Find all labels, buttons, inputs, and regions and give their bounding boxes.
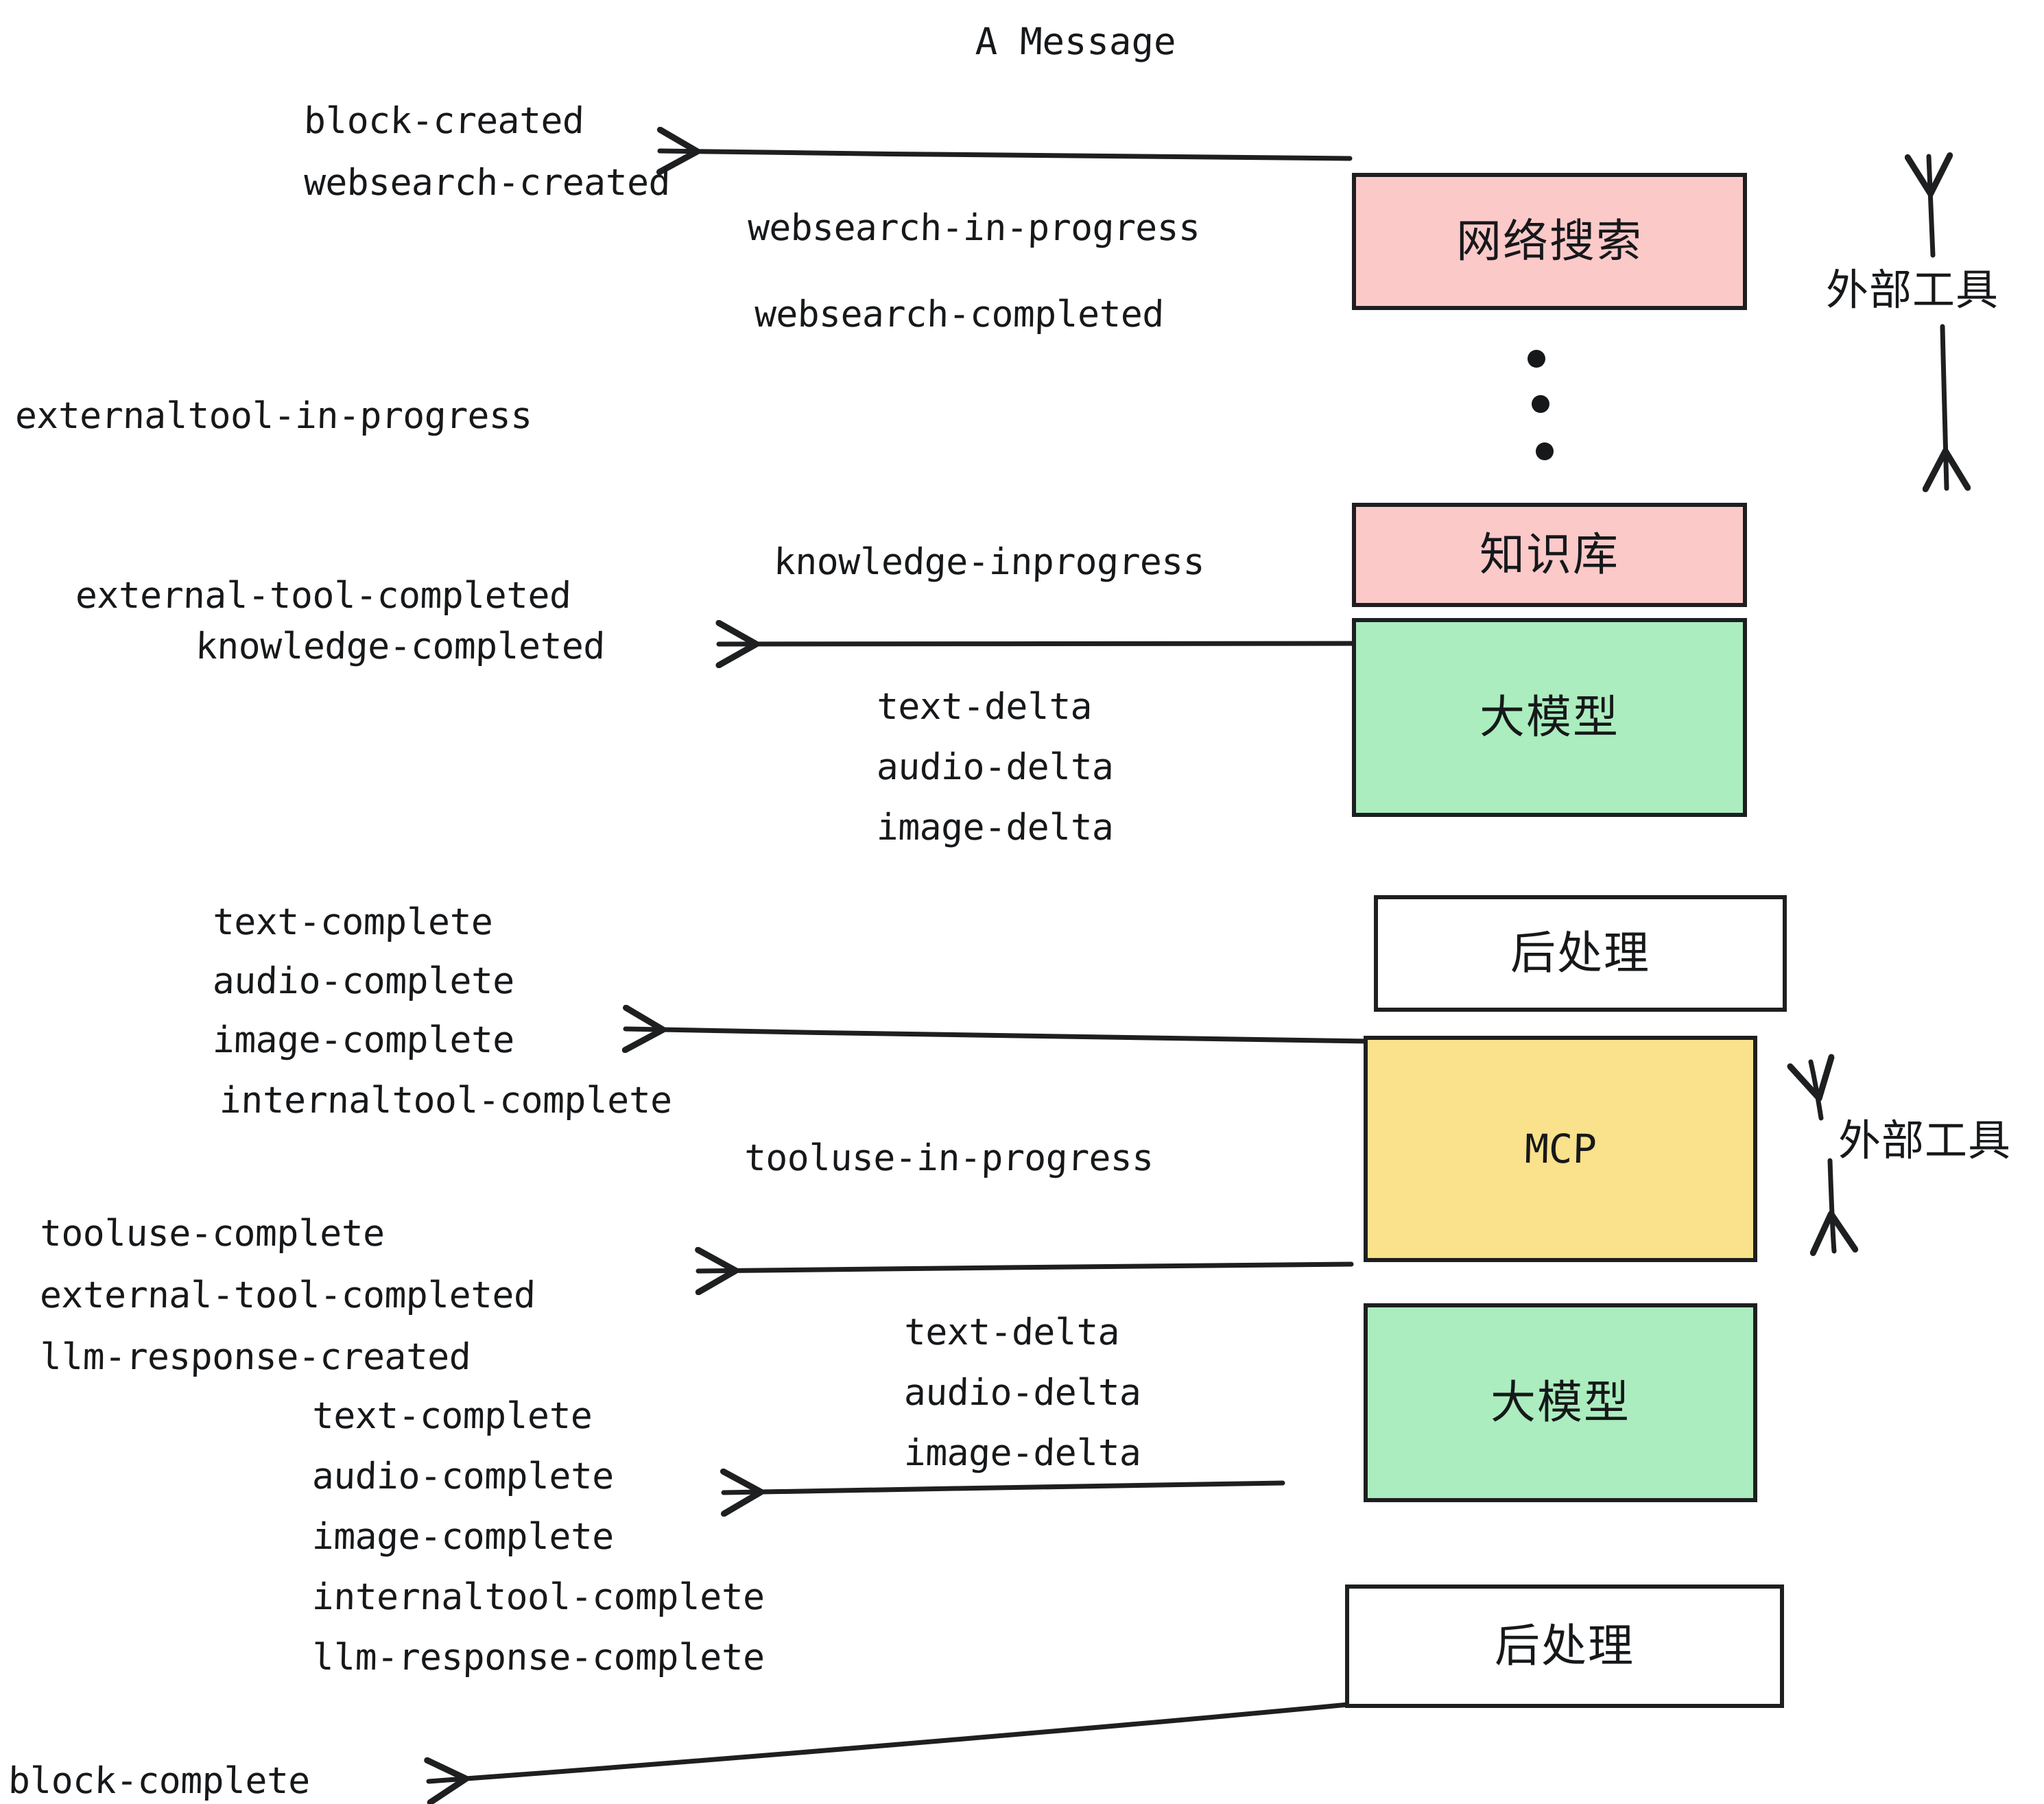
side-annotation-external-tool-top: 外部工具	[1826, 265, 1999, 315]
node-knowledge-label: 知识库	[1479, 528, 1619, 581]
event-label-image-complete-1: image-complete	[212, 1019, 515, 1061]
external-tool-top-down-arrow	[1942, 324, 1947, 488]
event-label-externaltool-in-progress: externaltool-in-progress	[14, 395, 533, 437]
event-label-audio-delta-1: audio-delta	[876, 746, 1115, 788]
node-llm-1[interactable]: 大模型	[1352, 618, 1747, 817]
event-label-websearch-created: websearch-created	[303, 162, 671, 204]
node-mcp[interactable]: MCP	[1364, 1036, 1757, 1262]
node-llm-2-label: 大模型	[1490, 1376, 1630, 1429]
diagram-title: A Message	[975, 20, 1177, 63]
event-label-text-delta-2: text-delta	[903, 1312, 1120, 1353]
event-label-llm-response-complete: llm-response-complete	[311, 1637, 765, 1678]
event-label-llm-response-created: llm-response-created	[39, 1336, 471, 1378]
event-label-image-complete-2: image-complete	[311, 1516, 615, 1558]
arrow-postprocess-to-block-complete	[429, 1701, 1358, 1781]
ellipsis-dot-2	[1532, 395, 1549, 413]
event-label-external-tool-completed-1: external-tool-completed	[75, 575, 572, 617]
event-label-text-complete-1: text-complete	[212, 901, 494, 943]
node-websearch[interactable]: 网络搜索	[1352, 173, 1747, 310]
event-label-text-complete-2: text-complete	[311, 1395, 593, 1437]
event-label-internaltool-complete-2: internaltool-complete	[311, 1576, 765, 1618]
arrow-knowledge-to-knowledge-completed	[719, 643, 1364, 644]
event-label-image-delta-2: image-delta	[903, 1432, 1142, 1474]
event-label-audio-delta-2: audio-delta	[903, 1372, 1142, 1414]
external-tool-bottom-up-arrow	[1811, 1062, 1821, 1121]
event-label-tooluse-in-progress: tooluse-in-progress	[744, 1137, 1154, 1179]
node-postprocess-1[interactable]: 后处理	[1374, 895, 1787, 1012]
node-postprocess-2-label: 后处理	[1495, 1619, 1635, 1672]
arrow-mcp-to-tooluse-complete	[698, 1264, 1354, 1271]
event-label-external-tool-completed-2: external-tool-completed	[39, 1274, 536, 1316]
side-annotation-external-tool-bottom: 外部工具	[1838, 1115, 2012, 1165]
event-label-websearch-completed: websearch-completed	[754, 294, 1165, 335]
arrow-websearch-to-block-created	[660, 151, 1353, 158]
arrow-mcp-to-image-complete	[626, 1029, 1371, 1041]
node-mcp-label: MCP	[1523, 1126, 1597, 1172]
event-label-block-created: block-created	[303, 100, 585, 142]
arrow-llm2-to-audio-complete	[724, 1483, 1285, 1493]
event-label-internaltool-complete-1: internaltool-complete	[219, 1080, 673, 1121]
event-label-audio-complete-2: audio-complete	[311, 1456, 615, 1497]
event-label-text-delta-1: text-delta	[876, 686, 1093, 728]
external-tool-top-up-arrow	[1929, 156, 1933, 258]
node-postprocess-1-label: 后处理	[1510, 927, 1650, 980]
node-knowledge[interactable]: 知识库	[1352, 503, 1747, 607]
event-label-block-complete: block-complete	[8, 1760, 311, 1802]
ellipsis-dot-1	[1528, 350, 1545, 368]
event-label-tooluse-complete: tooluse-complete	[39, 1213, 385, 1255]
event-label-knowledge-completed: knowledge-completed	[195, 626, 606, 667]
node-websearch-label: 网络搜索	[1456, 215, 1643, 268]
node-llm-2[interactable]: 大模型	[1364, 1303, 1757, 1502]
external-tool-bottom-down-arrow	[1830, 1158, 1834, 1251]
event-label-websearch-in-progress: websearch-in-progress	[747, 207, 1201, 249]
event-label-audio-complete-1: audio-complete	[212, 960, 515, 1002]
node-llm-1-label: 大模型	[1479, 691, 1619, 744]
event-label-image-delta-1: image-delta	[876, 807, 1115, 848]
event-label-knowledge-inprogress: knowledge-inprogress	[773, 541, 1205, 583]
ellipsis-dot-3	[1536, 442, 1554, 460]
node-postprocess-2[interactable]: 后处理	[1345, 1585, 1784, 1708]
